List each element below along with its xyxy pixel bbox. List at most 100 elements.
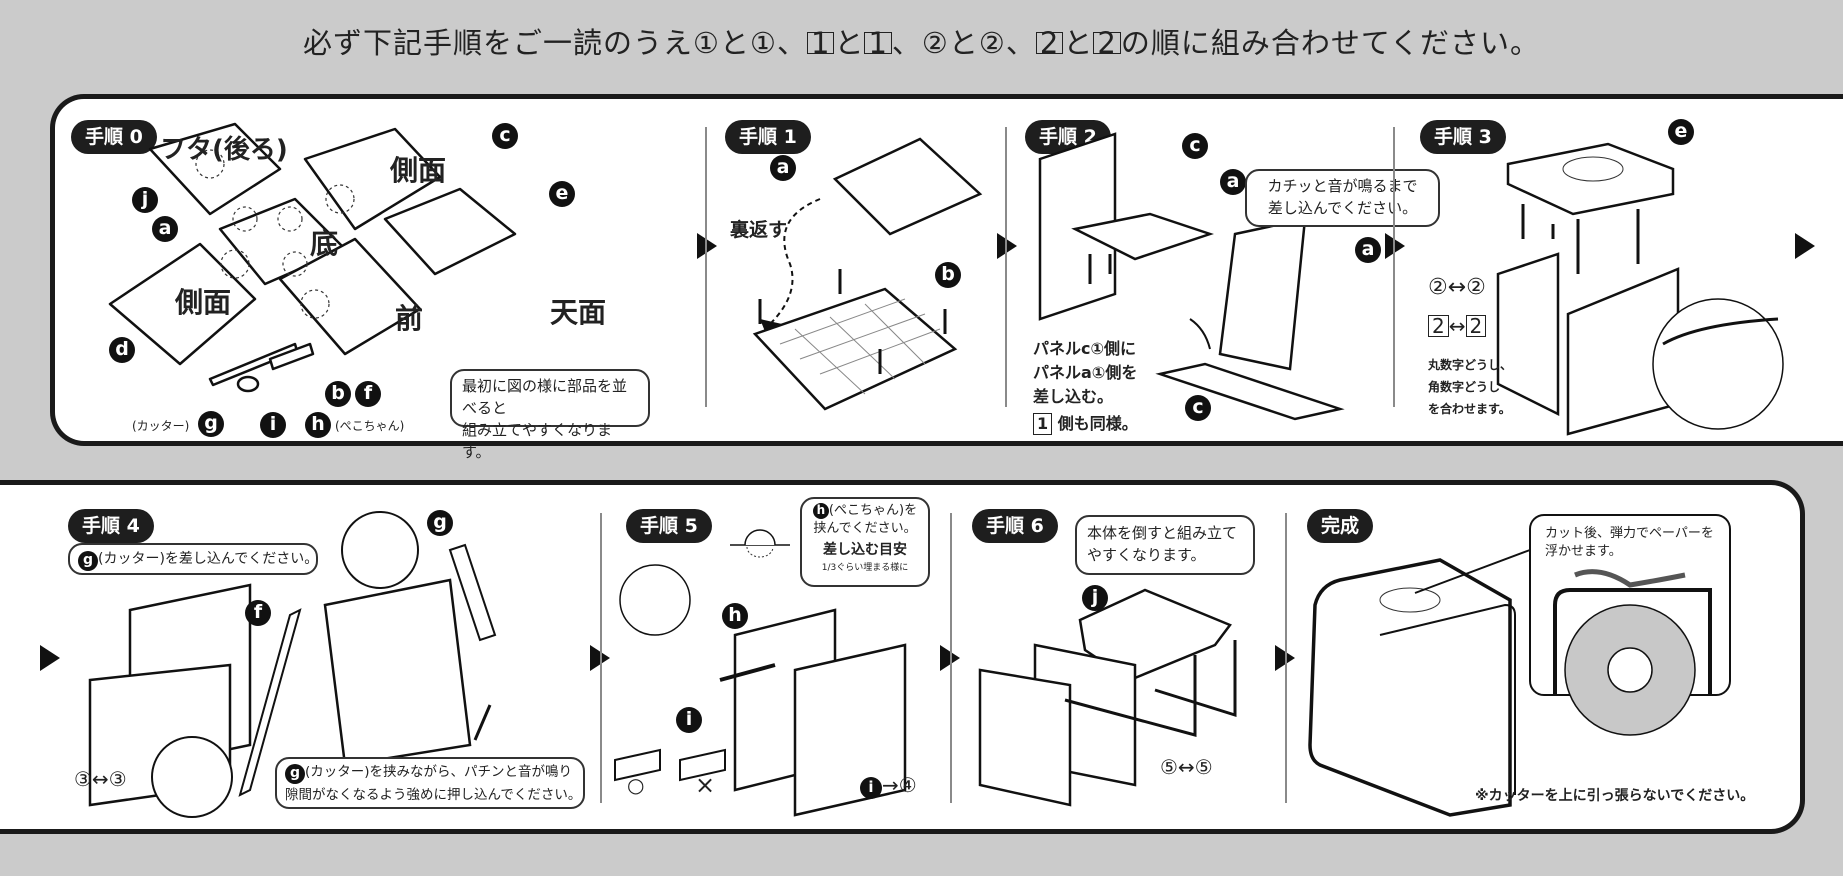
step-1: 手順 1 裏返す a b — [710, 99, 995, 441]
bottom-steps-panel: 手順 4 g(カッター)を差し込んでください。 g f ③↔③ g(カッター)を… — [0, 480, 1805, 834]
square-number: 2 — [1093, 29, 1121, 58]
step-3-hint-line1: 丸数字どうし、 — [1428, 358, 1513, 372]
label-top: 天面 — [550, 296, 607, 329]
part-letter-i: i — [260, 412, 286, 438]
step-2-instruction: パネルc①側に パネルa①側を 差し込む。 1 側も同様。 — [1033, 337, 1138, 436]
match-circle-number: ③↔③ — [74, 767, 127, 791]
step-4-note-top-text: (カッター)を差し込んでください。 — [98, 551, 319, 567]
complete-badge: 完成 — [1307, 509, 1374, 543]
insert-panel-illustration — [1038, 132, 1345, 421]
step-3-hint-line3: を合わせます。 — [1428, 402, 1511, 416]
heading-tail: の順に組み合わせてください。 — [1120, 26, 1540, 60]
complete-callout-line1: カット後、弾力でペーパーを — [1545, 526, 1714, 541]
part-letter-g: g — [285, 764, 305, 784]
step-4-note-bottom-line1: (カッター)を挟みながら、パチンと音が鳴り — [305, 764, 573, 780]
step-0-badge: 手順 0 — [71, 120, 157, 154]
step-4-note-bottom-line2: 隙間がなくなるよう強めに押し込んでください。 — [285, 787, 582, 803]
step-divider — [950, 513, 952, 803]
part-letter-a: a — [1355, 237, 1381, 263]
step-5-note-line2: 挟んでください。 — [813, 521, 917, 536]
step-5-note-small: 1/3ぐらい埋まる様に — [821, 563, 909, 573]
step-0-note-line2: 組み立てやすくなります。 — [462, 421, 613, 461]
square-number: 2 — [1035, 29, 1064, 58]
next-arrow-icon — [1795, 233, 1815, 259]
complete-warning: ※カッターを上に引っ張らないでください。 — [1475, 788, 1755, 804]
step-6-note-line2: やすくなります。 — [1087, 546, 1206, 564]
step-2-note-line1: カチッと音が鳴るまで — [1267, 177, 1418, 195]
step-2-same-text: 側も同様。 — [1057, 414, 1138, 433]
pad-strip-shape — [268, 342, 315, 371]
part-letter-c: c — [1182, 133, 1208, 159]
step-3-badge: 手順 3 — [1420, 120, 1506, 154]
step-2-instruction-line1: パネルc①側に — [1033, 339, 1137, 358]
part-letter-e: e — [549, 181, 575, 207]
part-letter-h: h — [812, 503, 829, 519]
part-letter-j: j — [132, 187, 158, 213]
peko-shape — [236, 375, 260, 393]
side-panel-d-shape — [108, 242, 257, 366]
i-to-four-text: →④ — [882, 773, 917, 797]
heading-and: と — [834, 26, 865, 60]
part-letter-d: d — [109, 337, 135, 363]
square-number: 1 — [1033, 413, 1053, 435]
part-letter-i: i — [860, 777, 882, 799]
step-2-instruction-line3: 差し込む。 — [1033, 387, 1114, 406]
step-1-badge: 手順 1 — [725, 120, 811, 154]
insert-peko-illustration — [614, 529, 907, 817]
step-divider — [705, 127, 707, 407]
part-letter-a: a — [152, 216, 178, 242]
attach-top-illustration — [1496, 142, 1784, 436]
step-6-note-line1: 本体を倒すと組み立て — [1087, 524, 1238, 542]
next-arrow-icon — [697, 233, 717, 259]
side-panel-c-shape — [303, 127, 442, 231]
complete-callout: カット後、弾力でペーパーを 浮かせます。 — [1545, 525, 1714, 561]
step-0: 手順 0 フタ(後ろ) 側面 底 側面 前 天面 — [55, 99, 695, 461]
ng-mark: × — [695, 771, 716, 799]
match-square-number: 2↔2 — [1428, 314, 1487, 338]
part-letter-h: h — [722, 603, 748, 629]
step-5-note-line1: (ぺこちゃん)を — [828, 503, 918, 518]
ok-mark: ○ — [627, 773, 645, 797]
step-5-note: h(ぺこちゃん)を 挟んでください。 差し込む目安 1/3ぐらい埋まる様に — [800, 497, 930, 587]
peko-name: (ぺこちゃん) — [335, 419, 405, 433]
label-side-d: 側面 — [175, 286, 232, 319]
step-3-hint: 丸数字どうし、 角数字どうし を合わせます。 — [1428, 354, 1512, 420]
heading-mid: 、②と②、 — [891, 26, 1036, 60]
label-side-c: 側面 — [390, 154, 447, 187]
square-number: 2 — [1428, 315, 1449, 337]
step-5-note-title: 差し込む目安 — [823, 542, 907, 558]
step-4-note-top: g(カッター)を差し込んでください。 — [68, 543, 318, 575]
step-divider — [600, 513, 602, 803]
step-divider — [1005, 127, 1007, 407]
match-circle-number: ⑤↔⑤ — [1160, 755, 1213, 779]
step-0-note: 最初に図の様に部品を並べると 組み立てやすくなります。 — [450, 369, 650, 461]
part-letter-g: g — [198, 411, 224, 437]
cutter-name: (カッター) — [132, 419, 190, 433]
part-letter-h: h — [305, 412, 331, 438]
part-letter-c: c — [492, 123, 518, 149]
label-lid: フタ(後ろ) — [160, 135, 288, 165]
complete-callout-line2: 浮かせます。 — [1545, 544, 1622, 559]
heading-lead: 必ず下記手順をご一読のうえ①と①、 — [303, 26, 807, 60]
parts-layout-illustration — [108, 122, 517, 393]
step-divider — [1285, 513, 1287, 803]
match-circle-number: ②↔② — [1428, 275, 1486, 300]
lid-panel-shape — [148, 122, 282, 216]
flip-label: 裏返す — [730, 219, 788, 241]
next-arrow-icon — [40, 645, 60, 671]
top-panel-shape — [383, 187, 517, 276]
part-letter-f: f — [355, 381, 381, 407]
next-arrow-icon — [997, 233, 1017, 259]
step-5: 手順 5 h i ○ × i→④ h(ぺこちゃん)を 挟んでください。 差し込む… — [605, 485, 955, 829]
flip-bottom-illustration — [752, 137, 983, 411]
step-0-note-line1: 最初に図の様に部品を並べると — [462, 377, 628, 417]
step-2-note: カチッと音が鳴るまで 差し込んでください。 — [1245, 169, 1440, 227]
front-panel-shape — [278, 237, 422, 356]
part-letter-c: c — [1185, 395, 1211, 421]
step-5-badge: 手順 5 — [626, 509, 712, 543]
step-2: 手順 2 c a a c パネルc①側に パネルa①側を 差し込む。 1 側も同… — [1010, 99, 1440, 441]
finished-box-illustration — [1308, 514, 1731, 817]
step-6-note: 本体を倒すと組み立て やすくなります。 — [1075, 515, 1255, 575]
step-3: 手順 3 e ②↔② 2↔2 丸数字どうし、 角数字どうし を合わせます。 — [1398, 99, 1828, 441]
